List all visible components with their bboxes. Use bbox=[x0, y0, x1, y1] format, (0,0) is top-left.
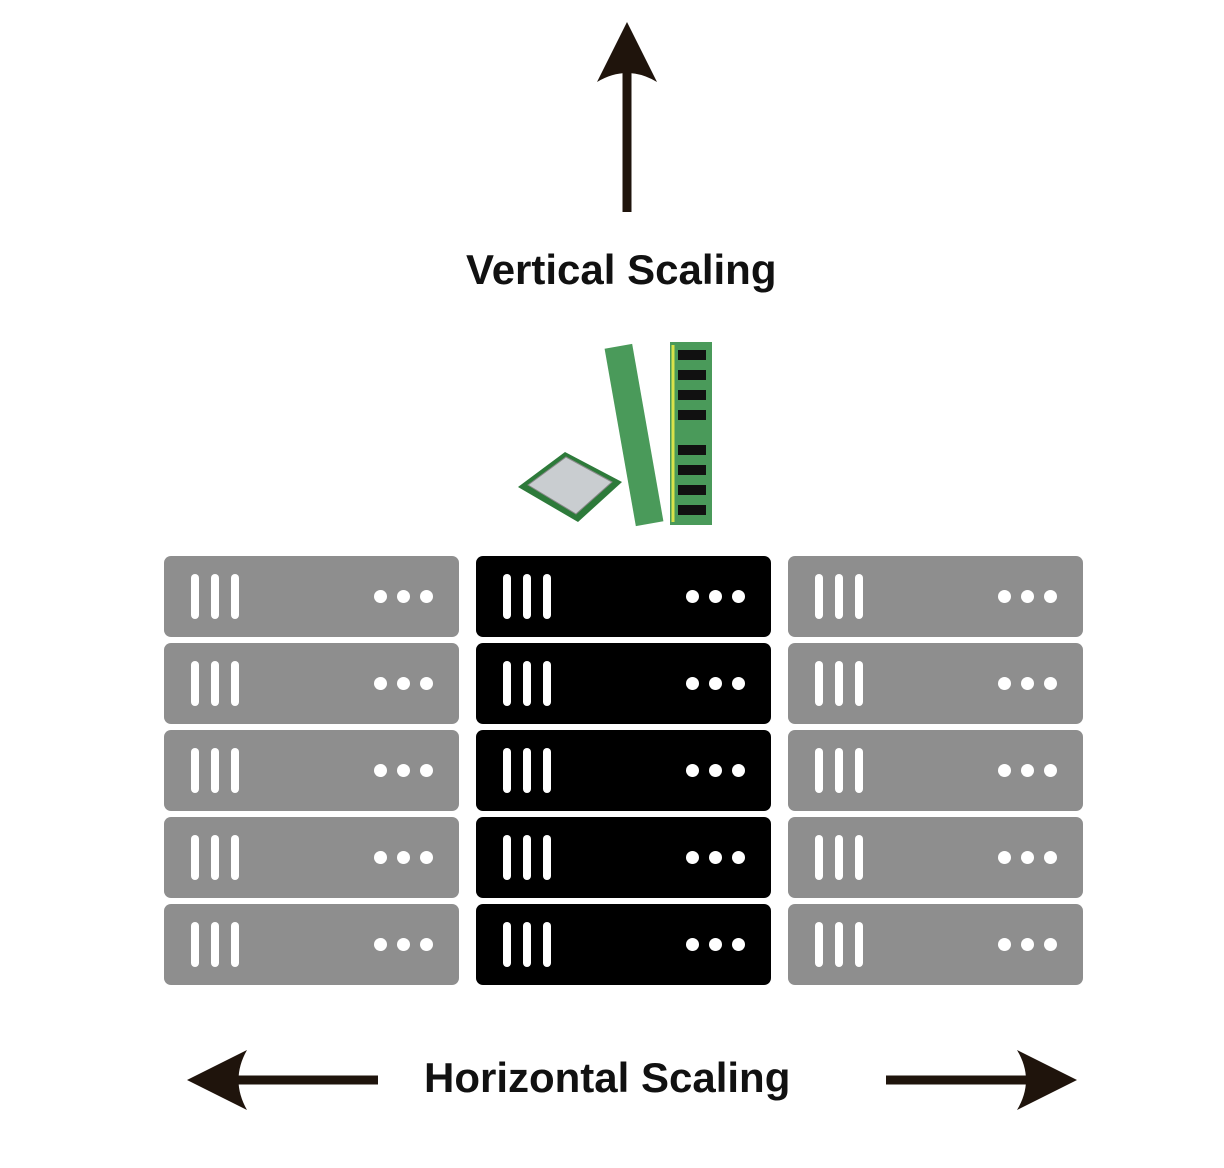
status-lights-icon bbox=[676, 590, 745, 608]
vent-icon bbox=[503, 835, 563, 885]
vent-icon bbox=[815, 574, 875, 624]
status-lights-icon bbox=[676, 764, 745, 782]
status-lights-icon bbox=[988, 938, 1057, 956]
vent-icon bbox=[191, 661, 251, 711]
vent-icon bbox=[815, 922, 875, 972]
status-lights-icon bbox=[364, 677, 433, 695]
status-lights-icon bbox=[364, 938, 433, 956]
server-unit-center bbox=[476, 643, 771, 724]
server-unit-right bbox=[788, 730, 1083, 811]
server-unit-center bbox=[476, 817, 771, 898]
server-unit-left bbox=[164, 556, 459, 637]
server-unit-left bbox=[164, 904, 459, 985]
status-lights-icon bbox=[676, 938, 745, 956]
status-lights-icon bbox=[364, 590, 433, 608]
vent-icon bbox=[191, 748, 251, 798]
cpu-icon bbox=[518, 452, 622, 522]
vent-icon bbox=[191, 574, 251, 624]
status-lights-icon bbox=[364, 764, 433, 782]
vent-icon bbox=[815, 748, 875, 798]
vent-icon bbox=[503, 574, 563, 624]
vent-icon bbox=[191, 835, 251, 885]
status-lights-icon bbox=[676, 851, 745, 869]
left-arrow bbox=[187, 1050, 378, 1110]
server-unit-right bbox=[788, 556, 1083, 637]
status-lights-icon bbox=[988, 590, 1057, 608]
vent-icon bbox=[503, 661, 563, 711]
right-arrow bbox=[886, 1050, 1077, 1110]
status-lights-icon bbox=[988, 764, 1057, 782]
server-unit-left bbox=[164, 817, 459, 898]
ram-icon bbox=[604, 342, 712, 527]
status-lights-icon bbox=[364, 851, 433, 869]
vertical-scaling-label: Vertical Scaling bbox=[466, 246, 777, 293]
horizontal-scaling-label: Horizontal Scaling bbox=[424, 1054, 791, 1101]
server-unit-center bbox=[476, 556, 771, 637]
server-unit-right bbox=[788, 904, 1083, 985]
server-unit-right bbox=[788, 643, 1083, 724]
vent-icon bbox=[815, 661, 875, 711]
server-unit-left bbox=[164, 730, 459, 811]
vent-icon bbox=[191, 922, 251, 972]
status-lights-icon bbox=[676, 677, 745, 695]
server-unit-center bbox=[476, 904, 771, 985]
vent-icon bbox=[503, 922, 563, 972]
server-unit-left bbox=[164, 643, 459, 724]
status-lights-icon bbox=[988, 677, 1057, 695]
vent-icon bbox=[815, 835, 875, 885]
server-unit-center bbox=[476, 730, 771, 811]
vertical-arrow bbox=[597, 22, 657, 212]
vent-icon bbox=[503, 748, 563, 798]
status-lights-icon bbox=[988, 851, 1057, 869]
server-unit-right bbox=[788, 817, 1083, 898]
